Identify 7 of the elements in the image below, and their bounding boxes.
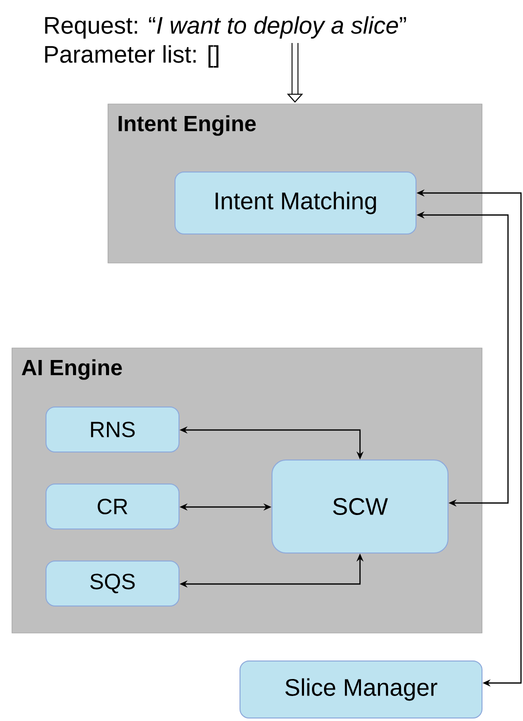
process-box: CR xyxy=(46,484,180,530)
process-box: RNS xyxy=(46,406,180,452)
request-text: Request: “I want to deploy a slice” Parameter list: [] xyxy=(45,16,406,68)
process-box: SQS xyxy=(46,560,180,606)
process-box: Intent Matching xyxy=(174,172,416,234)
process-box: Slice Manager xyxy=(240,660,482,718)
process-box: SCW xyxy=(272,460,448,554)
